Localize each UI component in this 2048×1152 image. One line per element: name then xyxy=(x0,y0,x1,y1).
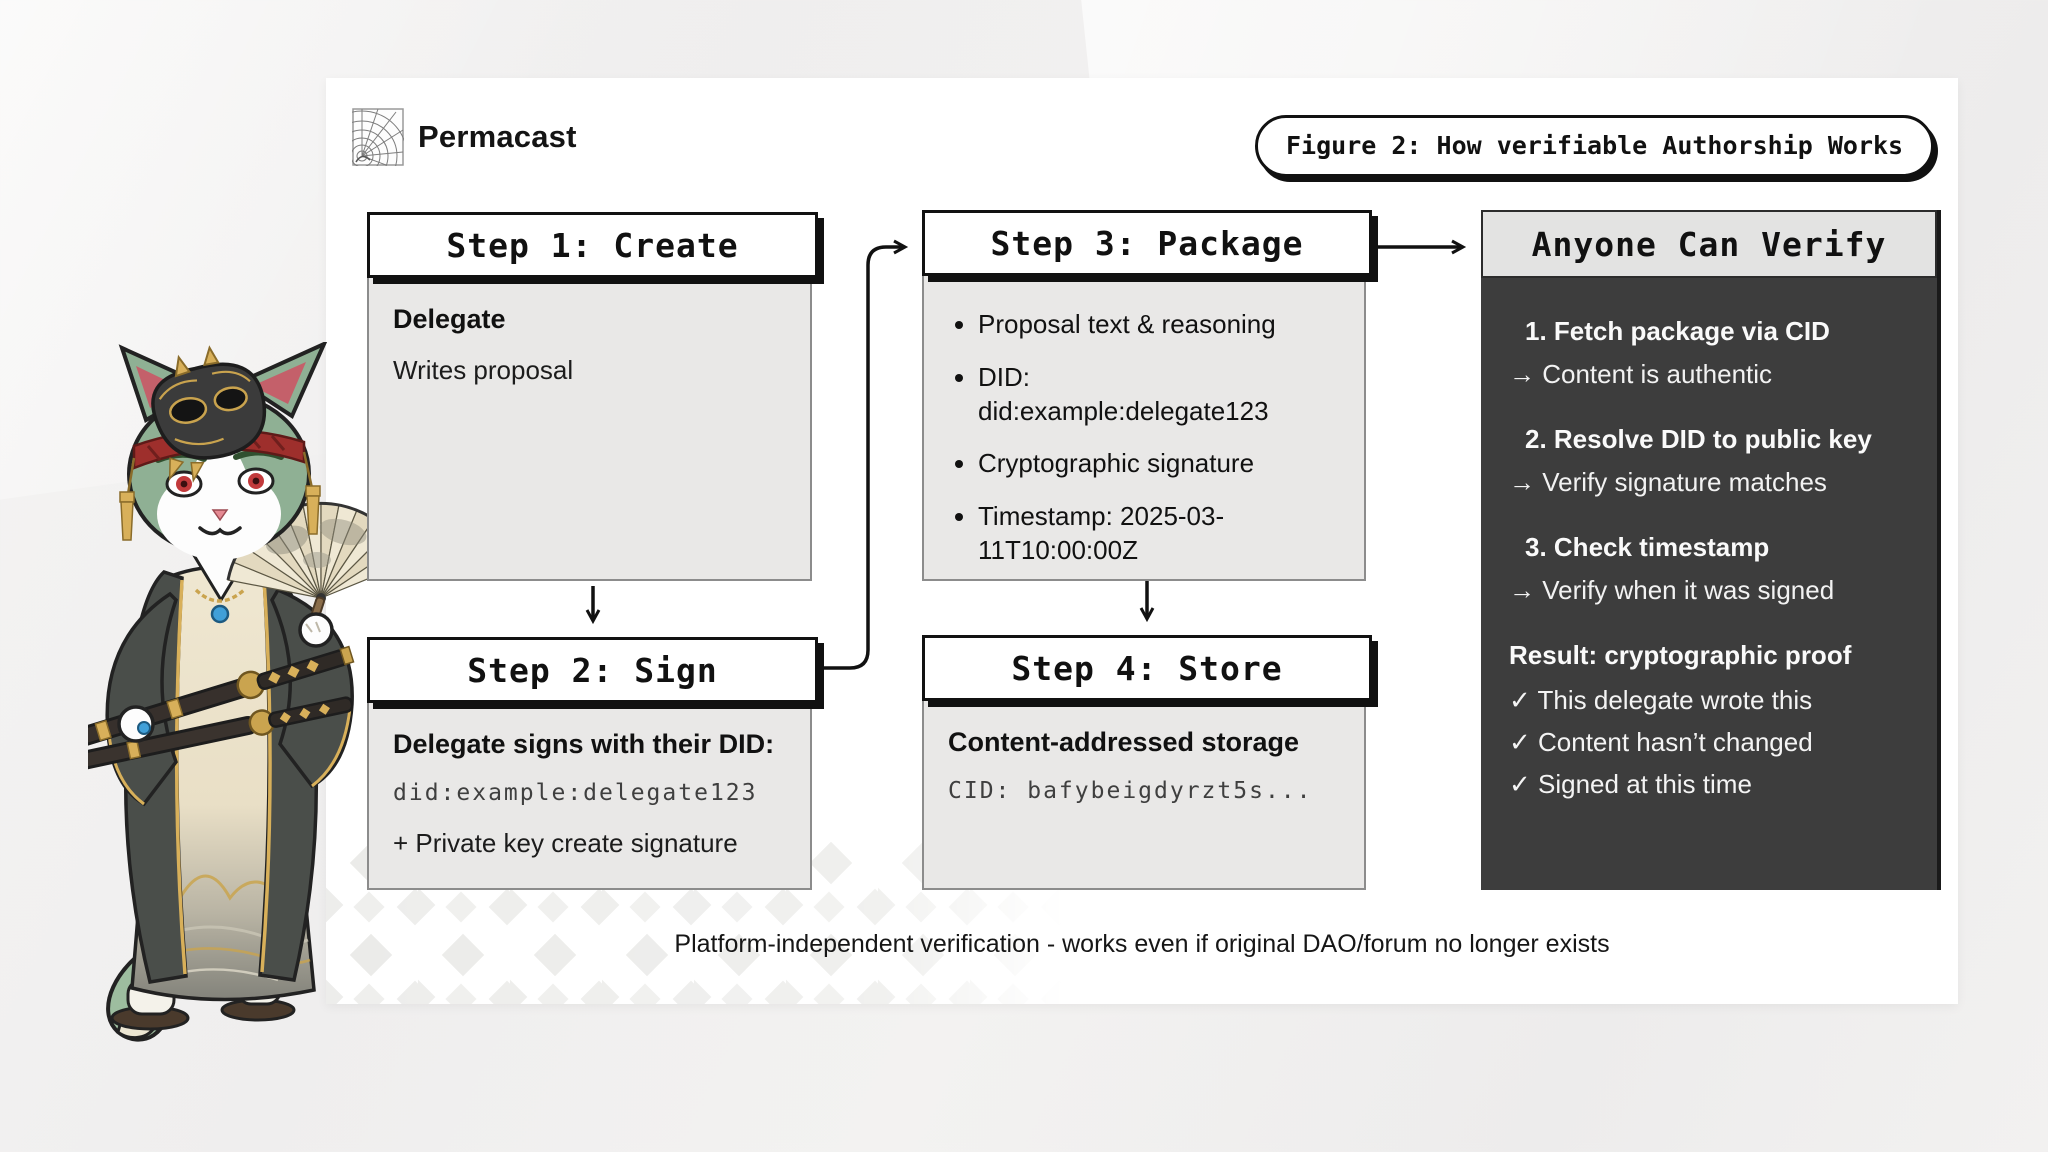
step-3-box: Step 3: Package Proposal text & reasonin… xyxy=(922,210,1372,581)
verify-check: ✓ This delegate wrote this xyxy=(1509,685,1813,715)
verify-check: ✓ Content hasn’t changed xyxy=(1509,727,1813,757)
step-2-did-code: did:example:delegate123 xyxy=(393,780,758,806)
step-1-box: Step 1: Create Delegate Writes proposal xyxy=(367,212,818,581)
verify-step: 2. Resolve DID to public key xyxy=(1525,424,1872,454)
step-2-title: Step 2: Sign xyxy=(367,637,818,703)
verify-item: 1. Fetch package via CID → Content is au… xyxy=(1509,316,1911,390)
step-3-bullet-list: Proposal text & reasoning DID: did:examp… xyxy=(948,308,1326,568)
step-3-title: Step 3: Package xyxy=(922,210,1372,276)
bullet-item: DID: did:example:delegate123 xyxy=(978,361,1326,429)
verify-result-heading: Result: cryptographic proof xyxy=(1509,640,1852,670)
verify-step: 3. Check timestamp xyxy=(1525,532,1770,562)
step-4-title: Step 4: Store xyxy=(922,635,1372,701)
step-1-body: Delegate Writes proposal xyxy=(367,278,812,581)
step-1-text: Writes proposal xyxy=(393,355,574,385)
step-2-note: + Private key create signature xyxy=(393,828,738,858)
spiral-web-icon xyxy=(352,108,404,166)
step-2-body: Delegate signs with their DID: did:examp… xyxy=(367,703,812,890)
bullet-item: Cryptographic signature xyxy=(978,447,1326,481)
verify-item: 2. Resolve DID to public key → Verify si… xyxy=(1509,424,1911,498)
bullet-item: Timestamp: 2025-03-11T10:00:00Z xyxy=(978,500,1326,568)
step-4-cid-code: CID: bafybeigdyrzt5s... xyxy=(948,778,1313,804)
figure-badge: Figure 2: How verifiable Authorship Work… xyxy=(1255,115,1935,177)
verify-step: 1. Fetch package via CID xyxy=(1525,316,1830,346)
step-1-heading: Delegate xyxy=(393,304,506,334)
step-2-box: Step 2: Sign Delegate signs with their D… xyxy=(367,637,818,890)
figure-caption: Platform-independent verification - work… xyxy=(674,930,1610,958)
figure-card: Permacast Figure 2: How verifiable Autho… xyxy=(326,78,1958,1004)
step-4-box: Step 4: Store Content-addressed storage … xyxy=(922,635,1372,890)
bullet-item: Proposal text & reasoning xyxy=(978,308,1326,342)
verify-item: 3. Check timestamp → Verify when it was … xyxy=(1509,532,1911,606)
verify-panel-title: Anyone Can Verify xyxy=(1481,210,1937,278)
verify-check: ✓ Signed at this time xyxy=(1509,769,1752,799)
brand: Permacast xyxy=(352,108,577,166)
verify-panel: Anyone Can Verify 1. Fetch package via C… xyxy=(1481,210,1937,890)
step-4-body: Content-addressed storage CID: bafybeigd… xyxy=(922,701,1366,890)
step-2-heading: Delegate signs with their DID: xyxy=(393,729,775,759)
verify-panel-body: 1. Fetch package via CID → Content is au… xyxy=(1481,278,1937,890)
step-1-title: Step 1: Create xyxy=(367,212,818,278)
verify-result: → Verify signature matches xyxy=(1509,467,1827,497)
brand-name: Permacast xyxy=(418,119,577,154)
verify-result: → Verify when it was signed xyxy=(1509,575,1835,605)
step-3-body: Proposal text & reasoning DID: did:examp… xyxy=(922,276,1366,581)
verify-result: → Content is authentic xyxy=(1509,359,1773,389)
step-4-heading: Content-addressed storage xyxy=(948,727,1300,757)
